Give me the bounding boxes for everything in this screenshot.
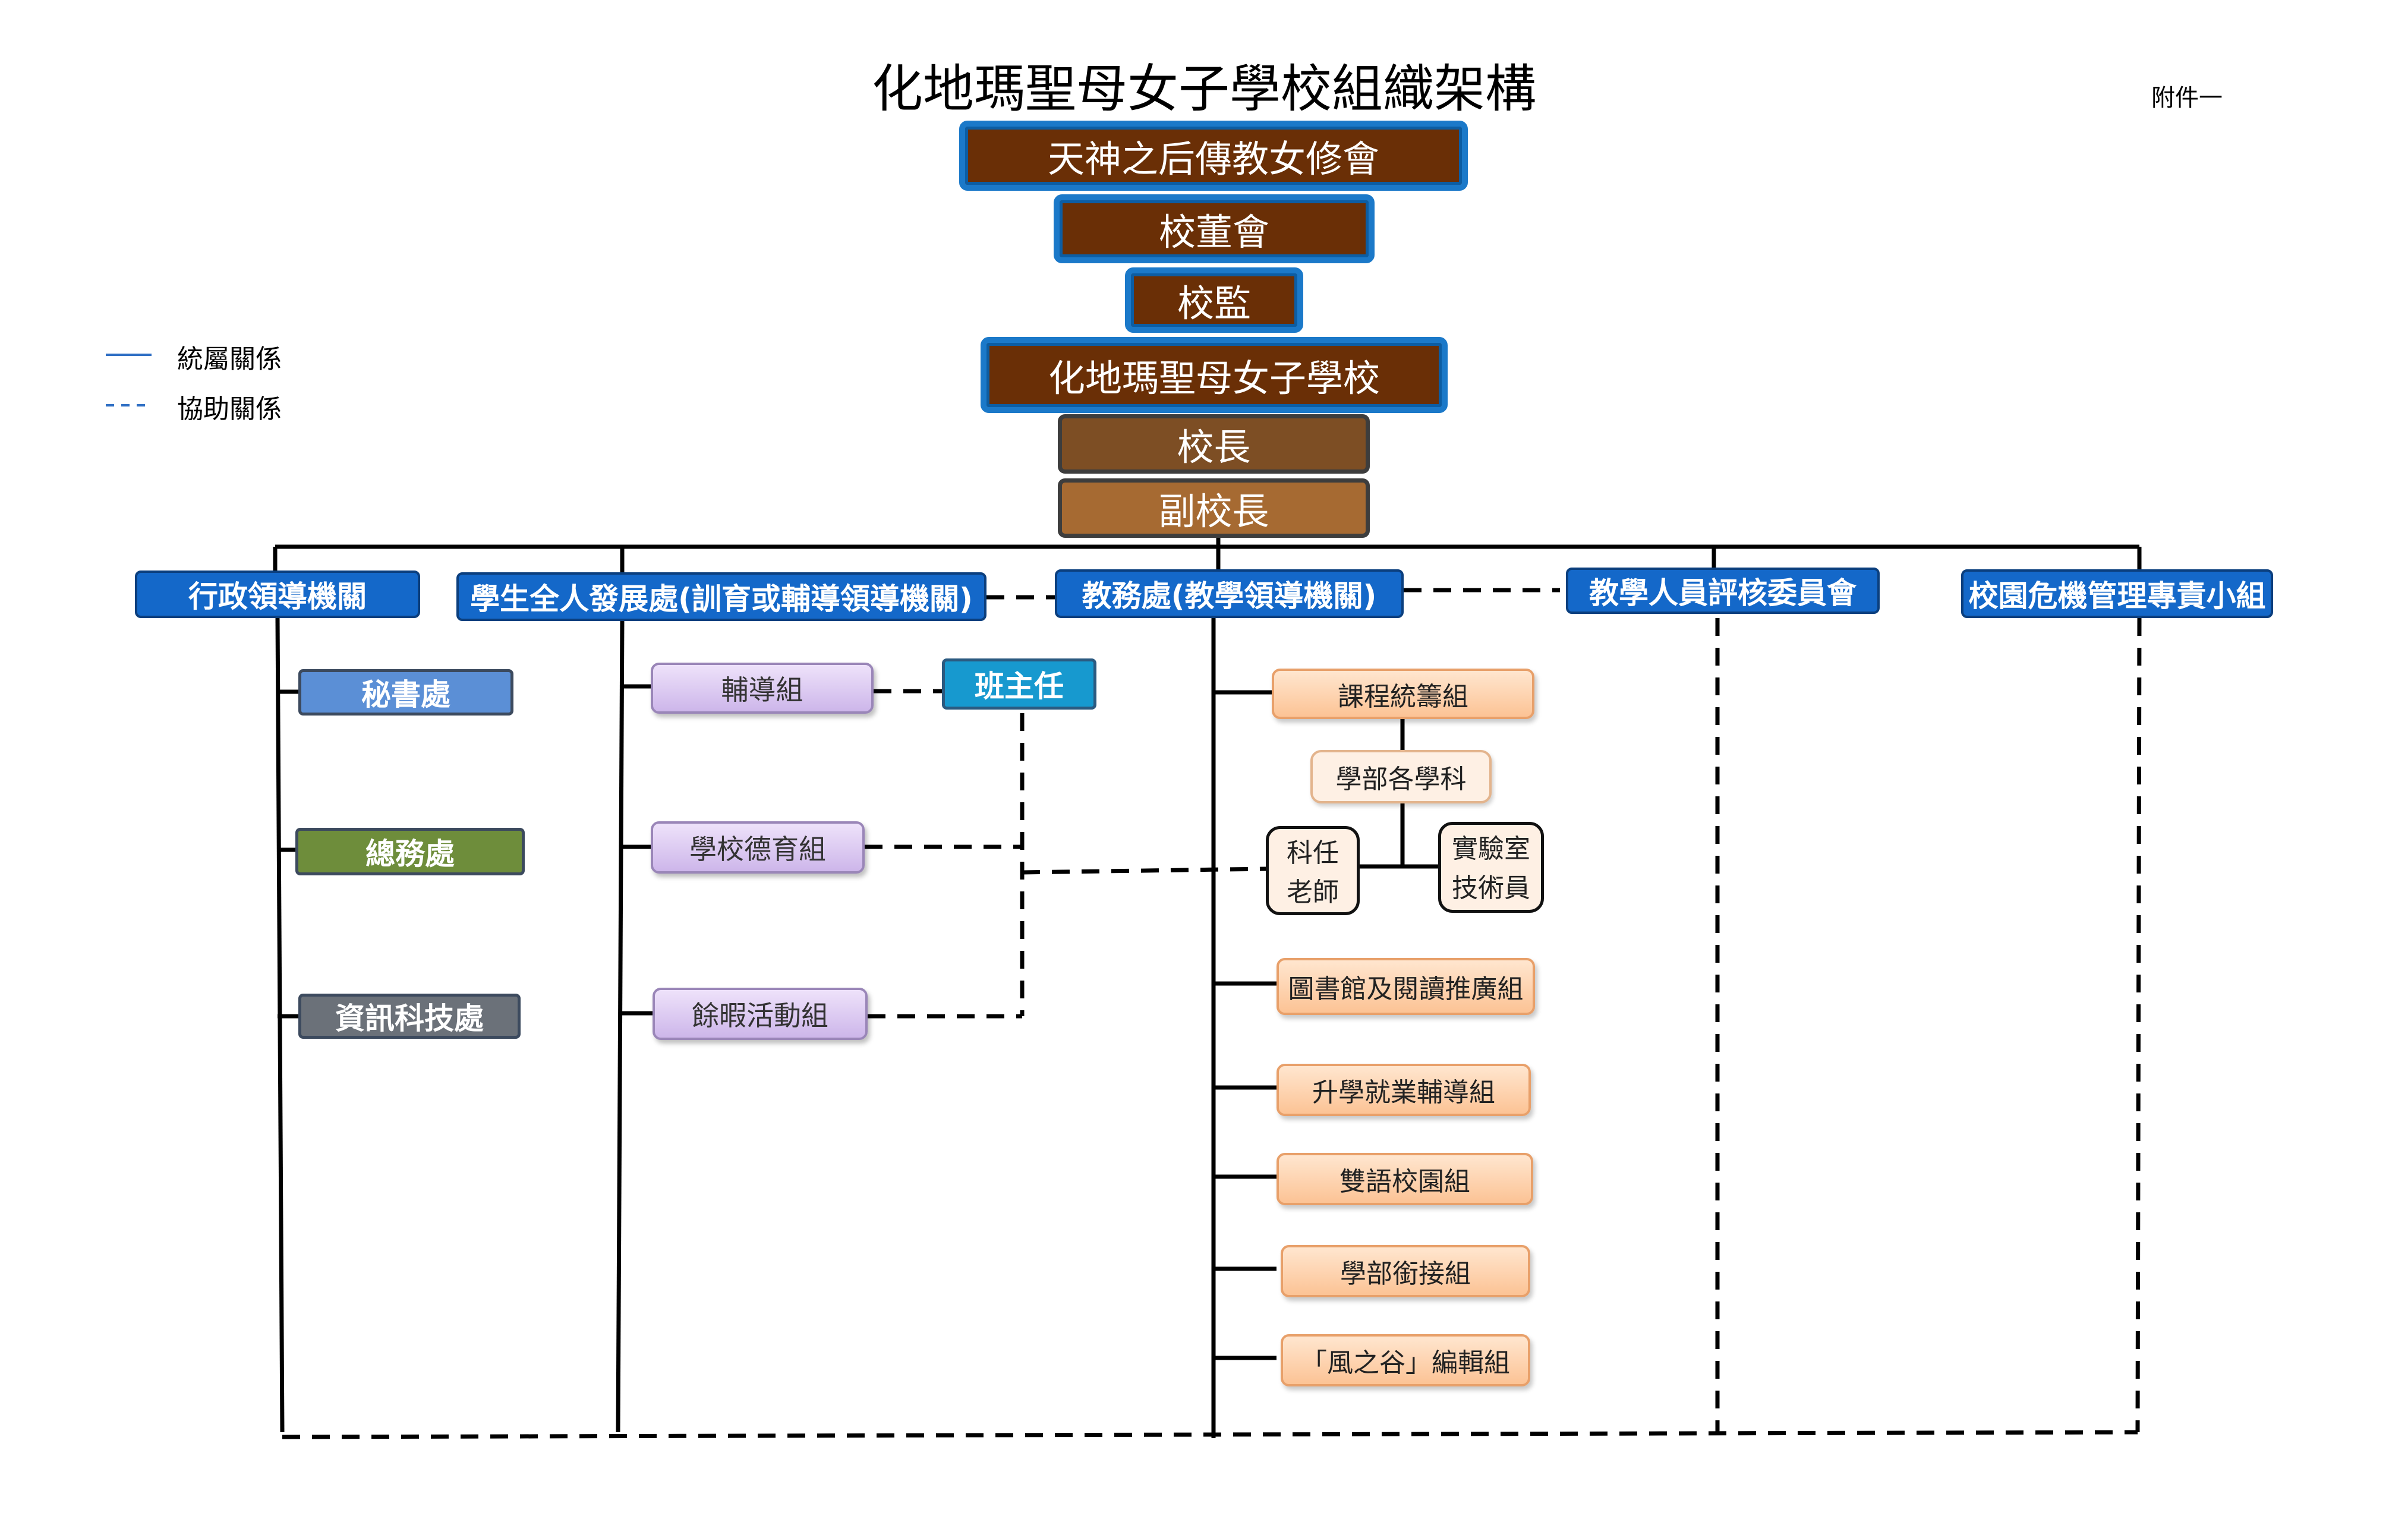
board-label: 校董會 xyxy=(1158,210,1269,254)
secretariat-box: 秘書處 xyxy=(298,669,513,716)
subject-teacher-box: 科任 老師 xyxy=(1266,826,1360,915)
secretariat-label: 秘書處 xyxy=(361,677,450,712)
annex-label: 附件一 xyxy=(2151,84,2223,112)
crisis-team-box: 校園危機管理專責小組 xyxy=(1961,569,2273,618)
counseling-group-box: 輔導組 xyxy=(651,663,874,714)
magazine-group-label: 「風之谷」編輯組 xyxy=(1301,1348,1510,1378)
articulation-group-box: 學部銜接組 xyxy=(1281,1245,1530,1297)
principal-box: 校長 xyxy=(1058,414,1370,474)
lab-technician-box: 實驗室 技術員 xyxy=(1438,822,1544,913)
congregation-box: 天神之后傳教女修會 xyxy=(959,121,1468,191)
chart-title: 化地瑪聖母女子學校組織架構 xyxy=(872,59,1536,119)
principal-label: 校長 xyxy=(1177,426,1251,469)
admin-division-label: 行政領導機關 xyxy=(188,579,367,614)
congregation-label: 天神之后傳教女修會 xyxy=(1047,137,1379,181)
subjects-box: 學部各學科 xyxy=(1310,750,1492,803)
vice-principal-label: 副校長 xyxy=(1158,490,1269,533)
it-office-label: 資訊科技處 xyxy=(335,1001,484,1036)
subject-teacher-line2: 老師 xyxy=(1287,877,1339,907)
career-guidance-label: 升學就業輔導組 xyxy=(1312,1077,1495,1108)
library-group-box: 圖書館及閱讀推廣組 xyxy=(1277,958,1535,1015)
school-box: 化地瑪聖母女子學校 xyxy=(981,337,1448,413)
appraisal-committee-box: 教學人員評核委員會 xyxy=(1566,568,1880,614)
counseling-group-label: 輔導組 xyxy=(721,674,803,706)
subjects-label: 學部各學科 xyxy=(1335,764,1467,795)
library-group-label: 圖書館及閱讀推廣組 xyxy=(1288,974,1524,1004)
crisis-team-label: 校園危機管理專責小組 xyxy=(1968,579,2266,613)
moral-education-box: 學校德育組 xyxy=(651,821,865,874)
supervisor-label: 校監 xyxy=(1177,282,1251,325)
legend-dashed-label: 協助關係 xyxy=(177,394,282,424)
school-label: 化地瑪聖母女子學校 xyxy=(1048,357,1380,400)
general-affairs-box: 總務處 xyxy=(295,828,525,875)
class-teacher-label: 班主任 xyxy=(975,669,1064,704)
bilingual-campus-box: 雙語校園組 xyxy=(1277,1153,1533,1205)
board-box: 校董會 xyxy=(1054,194,1375,263)
student-dev-division-label: 學生全人發展處(訓育或輔導領導機關) xyxy=(470,582,973,616)
extracurricular-box: 餘暇活動組 xyxy=(653,988,868,1040)
general-affairs-label: 總務處 xyxy=(365,837,455,871)
career-guidance-box: 升學就業輔導組 xyxy=(1277,1064,1531,1116)
articulation-group-label: 學部銜接組 xyxy=(1340,1259,1471,1289)
supervisor-box: 校監 xyxy=(1125,267,1303,333)
subject-teacher-line1: 科任 xyxy=(1287,838,1339,868)
academic-division-label: 教務處(教學領導機關) xyxy=(1082,579,1377,613)
appraisal-committee-label: 教學人員評核委員會 xyxy=(1589,576,1857,610)
student-dev-division-box: 學生全人發展處(訓育或輔導領導機關) xyxy=(456,572,986,621)
magazine-group-box: 「風之谷」編輯組 xyxy=(1281,1334,1530,1386)
lab-technician-line2: 技術員 xyxy=(1452,873,1530,903)
legend-solid-label: 統屬關係 xyxy=(177,344,282,374)
curriculum-group-box: 課程統籌組 xyxy=(1272,669,1534,719)
admin-division-box: 行政領導機關 xyxy=(135,571,420,618)
curriculum-group-label: 課程統籌組 xyxy=(1338,681,1468,712)
extracurricular-label: 餘暇活動組 xyxy=(692,1000,828,1032)
lab-technician-line1: 實驗室 xyxy=(1452,834,1530,864)
vice-principal-box: 副校長 xyxy=(1058,478,1370,538)
class-teacher-box: 班主任 xyxy=(942,658,1096,710)
academic-division-box: 教務處(教學領導機關) xyxy=(1055,569,1404,618)
moral-education-label: 學校德育組 xyxy=(689,833,826,865)
it-office-box: 資訊科技處 xyxy=(298,994,521,1039)
bilingual-campus-label: 雙語校園組 xyxy=(1339,1167,1470,1197)
